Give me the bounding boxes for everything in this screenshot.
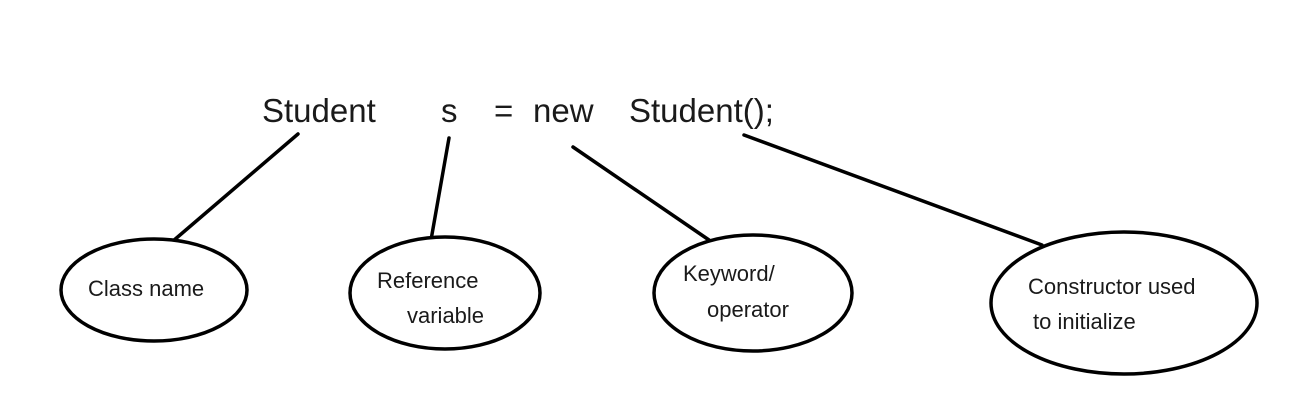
reference-variable-bubble: Reference variable	[348, 235, 542, 351]
constructor-label-line2: to initialize	[1033, 309, 1136, 334]
code-statement: Student s = new Student();	[262, 92, 774, 129]
connector-constructor	[742, 133, 1044, 247]
class-name-bubble: Class name	[59, 237, 249, 343]
code-variable: s	[441, 92, 458, 129]
keyword-operator-label-line1: Keyword/	[683, 261, 776, 286]
connector-class-name	[171, 132, 300, 243]
constructor-bubble: Constructor used to initialize	[989, 230, 1259, 376]
connector-lines	[171, 132, 1044, 247]
class-name-ellipse	[59, 237, 249, 343]
code-keyword: new	[533, 92, 594, 129]
code-class-name: Student	[262, 92, 376, 129]
keyword-operator-bubble: Keyword/ operator	[652, 233, 854, 353]
keyword-operator-ellipse	[652, 233, 854, 353]
reference-variable-ellipse	[348, 235, 542, 351]
reference-variable-label-line2: variable	[407, 303, 484, 328]
reference-variable-label-line1: Reference	[377, 268, 479, 293]
connector-keyword	[571, 145, 711, 242]
constructor-ellipse	[989, 230, 1259, 376]
code-equals: =	[494, 92, 513, 129]
code-constructor-call: Student();	[629, 92, 774, 129]
constructor-label-line1: Constructor used	[1028, 274, 1196, 299]
connector-reference-variable	[429, 136, 451, 242]
keyword-operator-label-line2: operator	[707, 297, 789, 322]
class-name-label: Class name	[88, 276, 204, 301]
